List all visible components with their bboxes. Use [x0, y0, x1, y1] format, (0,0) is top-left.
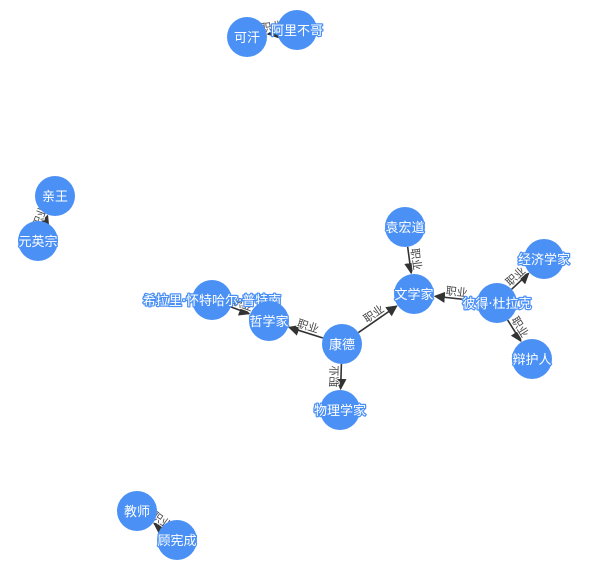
node-label: 亲王 — [42, 190, 68, 205]
node-circle[interactable] — [157, 520, 197, 560]
node-label: 教师 — [124, 504, 150, 520]
node-circle[interactable] — [249, 301, 289, 341]
node-circle[interactable] — [385, 207, 425, 247]
node-label: 彼得·杜拉克 — [462, 296, 531, 312]
node-circle[interactable] — [320, 390, 360, 430]
edge-label: 职业 — [328, 365, 342, 387]
node-yuanyingzong[interactable]: 元英宗 — [17, 221, 59, 261]
node-circle[interactable] — [512, 339, 552, 379]
node-circle[interactable] — [227, 17, 267, 57]
edge-xilali-zhexuejia — [230, 305, 251, 316]
node-guxiancheng[interactable]: 顾宪成 — [156, 520, 198, 560]
node-xilali[interactable]: 希拉里·怀特哈尔·普特南 — [142, 280, 282, 320]
node-label: 康德 — [329, 337, 355, 353]
edge-yuanhongdao-wenxuejia — [404, 246, 416, 275]
node-circle[interactable] — [277, 10, 317, 50]
edge-label: 职业 — [408, 247, 424, 271]
node-wenxuejia[interactable]: 文学家 — [393, 274, 435, 314]
edge-label: 职业 — [295, 317, 320, 336]
node-circle[interactable] — [477, 283, 517, 323]
node-zhexuejia[interactable]: 哲学家 — [248, 301, 290, 341]
node-circle[interactable] — [394, 274, 434, 314]
edge-bidedulake-bianhuren — [506, 319, 522, 343]
edge-kangde-wenxuejia — [357, 305, 398, 334]
edge-alibuge-kehan — [266, 27, 279, 39]
node-label: 辩护人 — [512, 353, 551, 368]
node-label: 顾宪成 — [157, 533, 196, 549]
node-circle[interactable] — [192, 280, 232, 320]
edge-label: 职业 — [445, 284, 468, 299]
node-kangde[interactable]: 康德 — [322, 324, 362, 364]
node-jingjixuejia[interactable]: 经济学家 — [517, 239, 571, 279]
node-label: 文学家 — [394, 287, 433, 303]
node-circle[interactable] — [322, 324, 362, 364]
nodes-layer: 可汗阿里不哥亲王元英宗 袁宏道经济学家文学家彼得·杜拉克 希拉里·怀特哈尔·普特南哲… — [17, 10, 571, 560]
node-yuanhongdao[interactable]: 袁宏道 — [384, 207, 426, 247]
node-label: 元英宗 — [18, 234, 57, 250]
node-bidedulake[interactable]: 彼得·杜拉克 — [461, 283, 533, 323]
edge-guxiancheng-jiaoshi — [153, 522, 166, 534]
node-label: 经济学家 — [518, 252, 570, 268]
node-label: 哲学家 — [249, 314, 288, 330]
edge-bidedulake-wenxuejia — [433, 291, 478, 303]
edge-kangde-wulixuejia — [335, 363, 347, 391]
node-label: 希拉里·怀特哈尔·普特南 — [143, 293, 281, 309]
node-jiaoshi[interactable]: 教师 — [117, 491, 157, 531]
node-label: 袁宏道 — [385, 221, 424, 236]
node-circle[interactable] — [524, 239, 564, 279]
node-label: 阿里不哥 — [271, 24, 323, 39]
edges-layer — [38, 27, 530, 534]
node-circle[interactable] — [18, 221, 58, 261]
node-circle[interactable] — [35, 176, 75, 216]
edge-label: 职业 — [503, 264, 528, 289]
edge-kangde-zhexuejia — [287, 324, 324, 339]
node-qinwang[interactable]: 亲王 — [35, 176, 75, 216]
edge-yuanyingzong-qinwang — [38, 214, 50, 228]
node-bianhuren[interactable]: 辩护人 — [511, 339, 553, 379]
edge-bidedulake-jingjixuejia — [511, 272, 530, 290]
node-wulixuejia[interactable]: 物理学家 — [313, 390, 367, 430]
node-label: 物理学家 — [314, 403, 366, 419]
node-alibuge[interactable]: 阿里不哥 — [270, 10, 324, 50]
node-circle[interactable] — [117, 491, 157, 531]
node-label: 可汗 — [234, 31, 260, 46]
node-kehan[interactable]: 可汗 — [227, 17, 267, 57]
